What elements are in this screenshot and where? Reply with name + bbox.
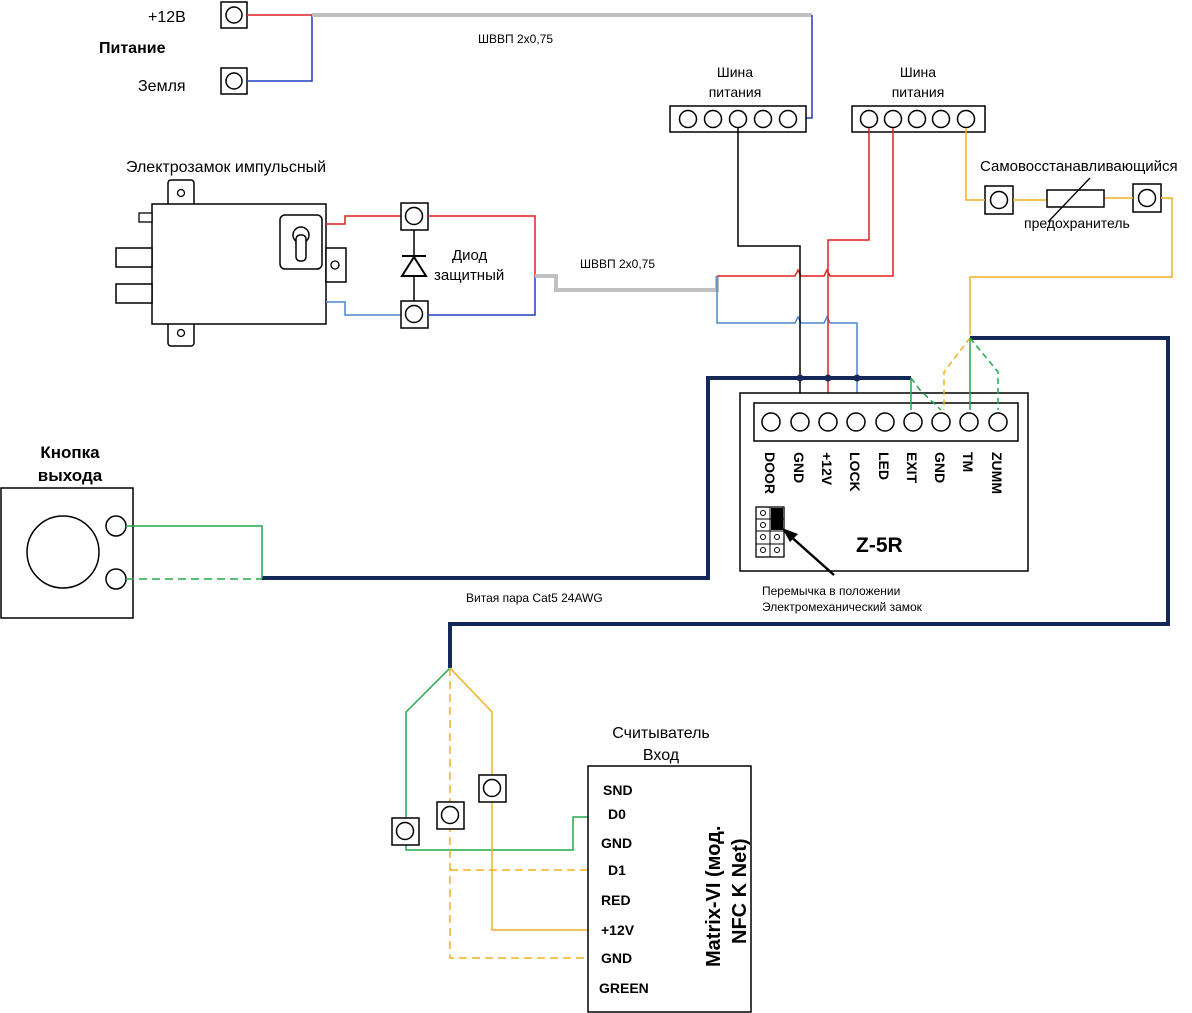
controller-pin-gnd1: GND <box>791 452 807 483</box>
power-bus-2 <box>851 105 986 133</box>
jumper-arrow-head <box>782 528 798 542</box>
reader-pin-snd: SND <box>603 782 633 798</box>
power-title: Питание <box>99 40 166 57</box>
fuse-left-terminal <box>984 185 1014 215</box>
bus1-feed-wire <box>800 15 813 119</box>
joint-dot-lock <box>853 374 861 382</box>
power-bus-1 <box>669 105 807 133</box>
reader-pin-gnd1: GND <box>601 835 632 851</box>
reader-model-line1: Matrix-VI (мод. <box>703 826 725 967</box>
reader-pin-d0: D0 <box>608 806 626 822</box>
mid-cable <box>535 274 719 292</box>
fuse-to-controller-wire <box>969 197 1173 335</box>
bus2-to-fuse-wire <box>965 128 985 201</box>
controller-pin-exit: EXIT <box>904 452 920 484</box>
controller-pin-tm: TM <box>960 452 976 472</box>
lock-signal-blue-wire <box>716 276 858 410</box>
tm-gnd-dashed-orange <box>943 337 971 410</box>
reader-title-line2: Вход <box>643 747 680 764</box>
diode-label-line1: Диод <box>452 247 488 264</box>
bus1-title-line1: Шина <box>717 64 753 80</box>
bus2-title-line1: Шина <box>900 64 936 80</box>
reader-terminal-3 <box>478 774 507 803</box>
gnd-black-wire <box>737 128 801 410</box>
fuse-right-terminal <box>1132 183 1162 213</box>
bus1-title-line2: питания <box>709 84 762 100</box>
controller-pin-12v: +12V <box>819 452 835 486</box>
reader-terminal-2 <box>436 801 465 830</box>
controller-pin-lock: LOCK <box>847 452 863 492</box>
reader-d0-green-wire <box>405 667 588 851</box>
diode-label-line2: защитный <box>434 267 504 284</box>
power-plus12-label: +12В <box>148 9 186 26</box>
lock-title: Электрозамок импульсный <box>126 159 326 176</box>
power-blue-wire <box>247 15 313 82</box>
controller-model: Z-5R <box>856 534 903 557</box>
twisted-pair-label: Витая пара Cat5 24AWG <box>466 591 603 605</box>
button-title-line2: выхода <box>38 466 103 485</box>
fuse-label-line1: Самовосстанавливающийся <box>980 158 1178 175</box>
diode-to-cable-red <box>428 215 536 276</box>
fuse-symbol-slash <box>1047 177 1091 223</box>
exit-gnd-dashed-wire <box>910 377 942 411</box>
zumm-green-dashed <box>969 337 999 410</box>
top-cable-label: ШВВП 2х0,75 <box>478 32 553 46</box>
reader-pin-green: GREEN <box>599 980 649 996</box>
reader-12v-orange-wire <box>449 667 588 931</box>
reader-pin-gnd2: GND <box>601 950 632 966</box>
button-green-wire <box>126 525 263 578</box>
power-ground-terminal <box>220 67 248 95</box>
reader-pin-12v: +12V <box>601 922 635 938</box>
reader-body <box>587 765 752 1013</box>
lock-red-wire <box>326 215 401 225</box>
controller-pin-door: DOOR <box>762 452 778 494</box>
button-twisted-pair <box>262 376 911 580</box>
fuse-body <box>1046 189 1105 208</box>
power-plus12-terminal <box>220 1 248 29</box>
fuse-label-line2: предохранитель <box>1024 215 1130 231</box>
electric-lock <box>115 179 347 347</box>
diode <box>400 202 429 329</box>
button-title-line1: Кнопка <box>40 443 100 462</box>
controller-pin-led: LED <box>876 452 892 480</box>
lock-power-red-wire <box>717 128 894 277</box>
controller-pin-gnd2: GND <box>932 452 948 483</box>
jumper-note-line1: Перемычка в положении <box>762 584 900 598</box>
mid-cable-label: ШВВП 2х0,75 <box>580 257 655 271</box>
jumper-block <box>755 506 785 558</box>
jumper-arrow-line <box>787 533 835 576</box>
diode-to-cable-blue <box>428 276 536 316</box>
reader-twisted-pair <box>448 336 1170 668</box>
jumper-note-line2: Электромеханический замок <box>762 600 923 614</box>
joint-dot-12v <box>824 374 832 382</box>
reader-terminal-1 <box>391 817 420 846</box>
lock-blue-wire <box>326 301 401 316</box>
reader-title-line1: Считыватель <box>612 725 710 742</box>
power-ground-label: Земля <box>138 78 186 95</box>
reader-gnd-dashed-orange <box>449 668 588 959</box>
bus2-title-line2: питания <box>892 84 945 100</box>
plus12-red-wire <box>827 128 870 410</box>
exit-button <box>0 487 134 619</box>
reader-pin-d1: D1 <box>608 862 626 878</box>
reader-model-line2: NFC K Net) <box>729 838 751 944</box>
controller-z5r <box>739 392 1029 572</box>
controller-pin-zumm: ZUMM <box>989 452 1005 494</box>
reader-pin-red: RED <box>601 892 631 908</box>
joint-dot-gnd <box>796 374 804 382</box>
